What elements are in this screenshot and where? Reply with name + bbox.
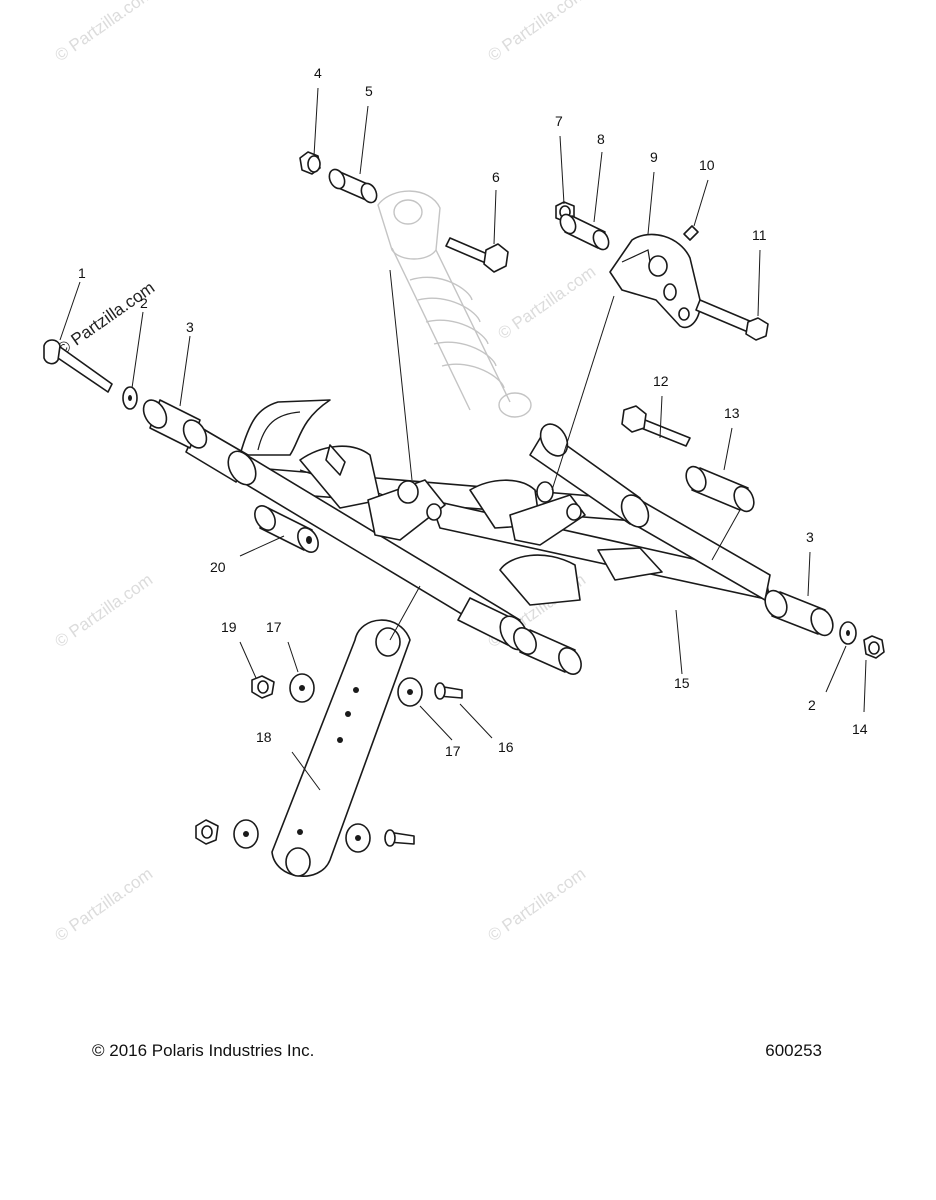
fitting-10 [683, 225, 699, 241]
callouts: 1 2 3 4 5 6 7 8 9 10 11 12 13 3 15 2 14 … [78, 65, 868, 759]
diagram-number: 600253 [765, 1041, 822, 1060]
watermark: © Partzilla.com [484, 864, 589, 945]
callout-10: 10 [699, 157, 715, 173]
watermark: © Partzilla.com [484, 0, 589, 65]
washer-lower-right [345, 823, 371, 853]
callout-1: 1 [78, 265, 86, 281]
bolt-1 [43, 339, 113, 393]
nut-4 [299, 151, 321, 175]
callout-8: 8 [597, 131, 605, 147]
callout-15: 15 [674, 675, 690, 691]
lower-bushing [513, 627, 582, 675]
bracket-9 [609, 233, 701, 329]
washer-17-left [289, 673, 315, 703]
watermark: © Partzilla.com [51, 864, 156, 945]
callout-7: 7 [555, 113, 563, 129]
watermark: © Partzilla.com [494, 262, 599, 343]
pin-lower [384, 829, 415, 847]
callout-9: 9 [650, 149, 658, 165]
callout-6: 6 [492, 169, 500, 185]
bushing-20 [254, 505, 319, 553]
callout-4: 4 [314, 65, 322, 81]
watermark: © Partzilla.com [51, 0, 156, 65]
callout-16: 16 [498, 739, 514, 755]
copyright-notice: © 2016 Polaris Industries Inc. [92, 1041, 315, 1060]
bushing-3-left [142, 399, 208, 449]
leader-lines [59, 87, 867, 791]
nut-lower [195, 819, 219, 845]
callout-5: 5 [365, 83, 373, 99]
callout-2-left: 2 [140, 295, 148, 311]
shock-mounts [367, 479, 586, 546]
callout-2-right: 2 [808, 697, 816, 713]
bolt-6 [445, 237, 509, 273]
callout-11: 11 [752, 227, 767, 243]
callout-13: 13 [724, 405, 740, 421]
pin-16 [434, 682, 463, 700]
callout-3-left: 3 [186, 319, 194, 335]
washer-2-left [122, 386, 138, 410]
ghost-shock-absorber [377, 190, 532, 418]
callout-14: 14 [852, 721, 868, 737]
callout-12: 12 [653, 373, 669, 389]
callout-17-lower: 17 [445, 743, 461, 759]
bushing-13 [685, 465, 755, 513]
washer-2-right [839, 621, 857, 645]
watermark: © Partzilla.com [51, 570, 156, 651]
callout-17-upper: 17 [266, 619, 282, 635]
callout-18: 18 [256, 729, 272, 745]
link-arm-18 [271, 619, 411, 877]
spacer-8 [559, 213, 610, 251]
rear-tube [529, 423, 650, 528]
bolt-11 [695, 299, 769, 341]
bolt-12 [621, 405, 691, 447]
callout-3-right: 3 [806, 529, 814, 545]
callout-20: 20 [210, 559, 226, 575]
spacer-5 [328, 168, 378, 204]
nut-19 [251, 675, 275, 699]
nut-14 [863, 635, 885, 659]
bushing-3-right [764, 589, 834, 637]
callout-19: 19 [221, 619, 237, 635]
washer-17-right [397, 677, 423, 707]
washer-lower-left [233, 819, 259, 849]
